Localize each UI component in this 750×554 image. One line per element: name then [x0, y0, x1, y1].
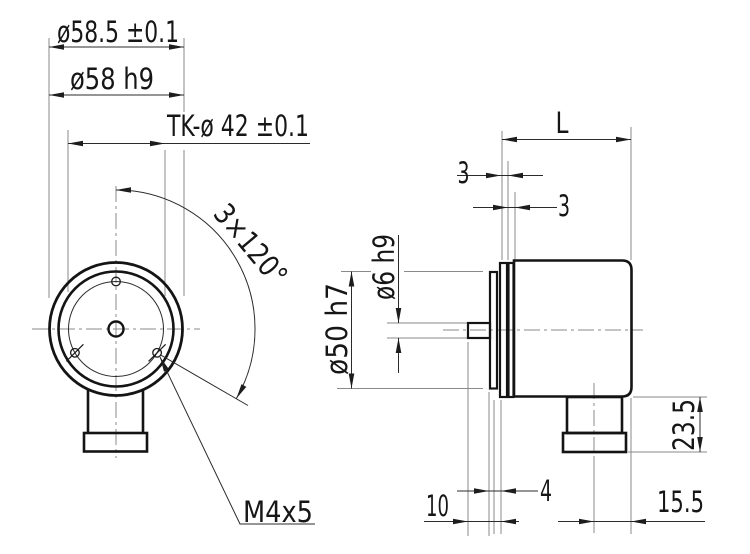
- dim-flange-thickness-1: 3: [457, 156, 543, 190]
- mounting-hole-left: [69, 347, 80, 358]
- dim-spigot-diameter: ø50 h7: [320, 271, 355, 389]
- encoder-side-body: [466, 259, 633, 454]
- side-centerlines: [443, 329, 643, 533]
- dim-hole-pattern-angle: 3×120°: [115, 187, 295, 406]
- side-extension-lines: [337, 127, 707, 536]
- angle-radial-line: [160, 354, 249, 406]
- dim-connector-height: 23.5: [667, 397, 703, 452]
- dim-shaft-diameter-label: ø6 h9: [367, 234, 401, 300]
- dim-spigot-diameter-label: ø50 h7: [320, 283, 354, 375]
- mounting-hole-right: [152, 347, 163, 358]
- thread-tick-right: [148, 343, 167, 362]
- connector-cap-front: [82, 431, 149, 453]
- thread-callout: M4x5: [159, 356, 315, 529]
- dim-body-diameter: ø58 h9: [49, 62, 184, 98]
- front-extension-lines: [48, 38, 185, 298]
- dim-flange-thickness-2: 3: [473, 189, 570, 223]
- dim-body-diameter-label: ø58 h9: [70, 62, 154, 96]
- encoder-front-body: [48, 261, 184, 453]
- dim-housing-length-label: L: [556, 106, 569, 140]
- side-view: L 3 3 ø6 h9 ø50 h7: [320, 106, 707, 536]
- dim-bolt-circle-label: TK-ø 42 ±0.1: [166, 109, 309, 143]
- dim-spigot-depth: 4: [457, 474, 552, 508]
- dim-housing-length: L: [502, 106, 631, 143]
- clamp-flange-plate-2: [507, 261, 515, 399]
- dim-hole-pattern-angle-label: 3×120°: [207, 197, 295, 292]
- thread-tick-left: [65, 343, 84, 362]
- thread-leader-line: [159, 356, 315, 525]
- angle-arc: [115, 189, 256, 399]
- thread-label: M4x5: [243, 495, 313, 529]
- clamp-flange-plate-1: [498, 261, 509, 399]
- bolt-circle: [68, 281, 164, 377]
- dim-connector-height-label: 23.5: [667, 399, 701, 451]
- mounting-hole-top: [111, 276, 121, 287]
- dim-spigot-depth-label: 4: [540, 474, 552, 508]
- dim-bolt-circle: TK-ø 42 ±0.1: [68, 109, 310, 147]
- dim-outer-flange: ø58.5 ±0.1: [49, 15, 184, 50]
- outer-flange-circle: [48, 261, 184, 397]
- shaft-bore-circle: [107, 320, 125, 338]
- connector-cap-side: [561, 431, 628, 454]
- dim-outer-flange-label: ø58.5 ±0.1: [57, 15, 179, 49]
- dim-connector-offset-label: 15.5: [657, 485, 704, 519]
- dim-shaft-diameter: ø6 h9: [367, 234, 402, 373]
- housing-outline: [512, 259, 633, 398]
- dim-shaft-length-label: 10: [426, 489, 449, 523]
- front-view: ø58.5 ±0.1 ø58 h9 TK-ø 42 ±0.1 3×120° M4…: [32, 15, 315, 529]
- dim-flange-thickness-1-label: 3: [458, 156, 470, 190]
- body-circle: [57, 270, 175, 388]
- dim-connector-offset: 15.5: [558, 485, 705, 525]
- dim-flange-thickness-2-label: 3: [558, 189, 570, 223]
- shaft: [466, 321, 492, 340]
- dim-shaft-length: 10: [424, 489, 519, 525]
